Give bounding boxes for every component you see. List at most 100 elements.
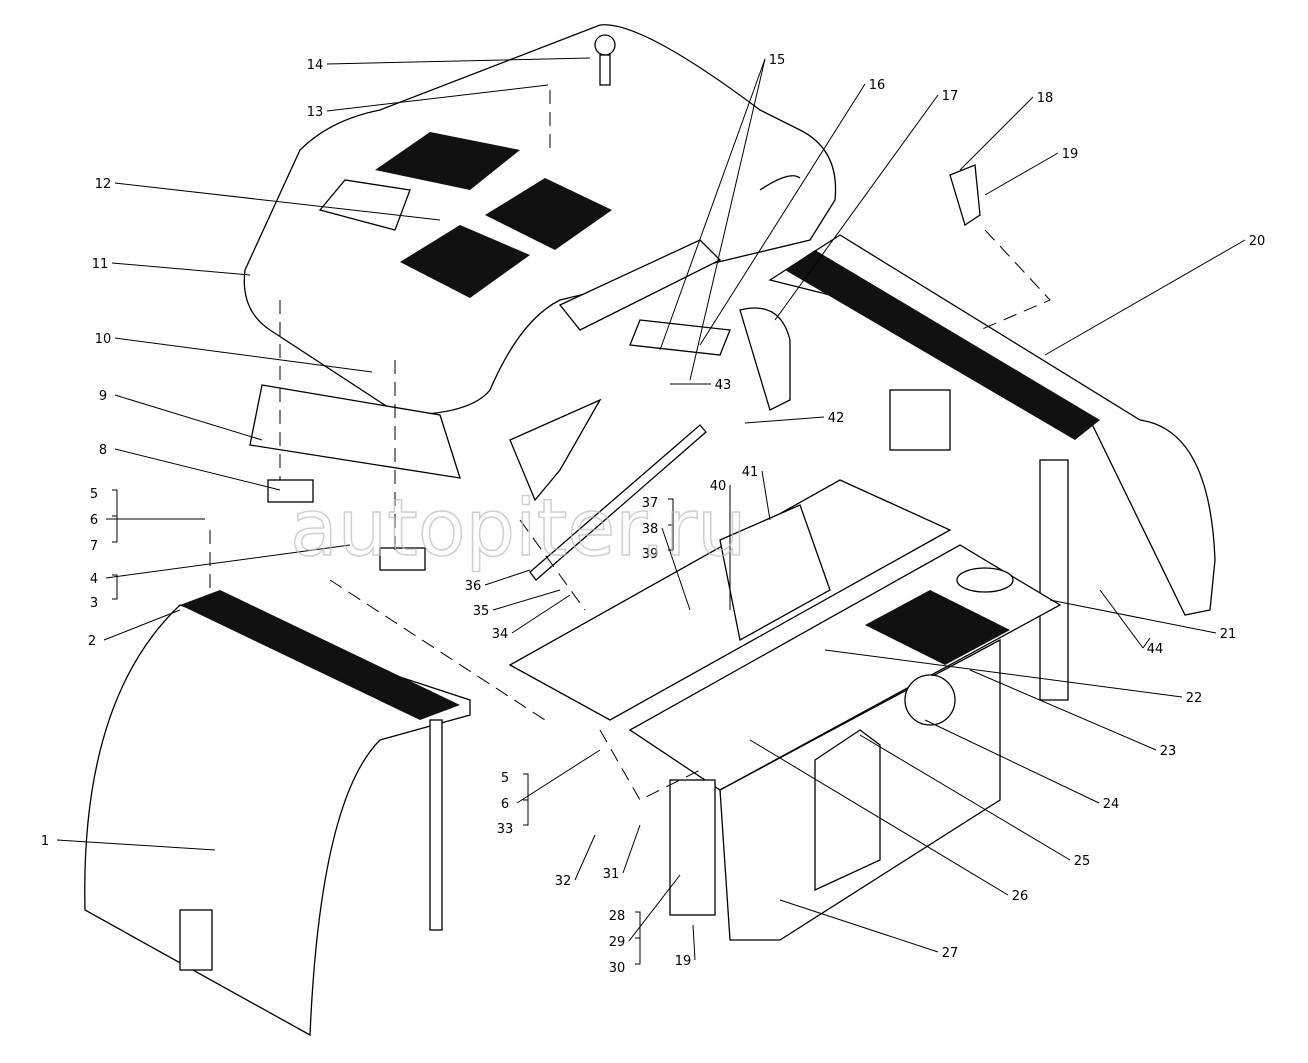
callout-label-30: 30	[609, 961, 626, 976]
callout-label-5: 5	[90, 487, 98, 502]
callout-label-13: 13	[307, 105, 324, 120]
baffle-plate	[509, 398, 602, 502]
support-rod	[529, 424, 707, 581]
box-cover	[814, 729, 881, 892]
front-leg	[669, 779, 716, 916]
cover-leg	[429, 719, 443, 931]
callout-label-28: 28	[609, 909, 626, 924]
leader-line	[824, 649, 1183, 698]
canopy-grille	[785, 250, 1100, 440]
leader-line	[924, 719, 1100, 804]
callout-label-21: 21	[1220, 627, 1237, 642]
callout-label-9: 9	[99, 389, 107, 404]
leader-line	[1142, 637, 1151, 649]
callout-label-5: 5	[501, 771, 509, 786]
leader-line	[1099, 589, 1144, 649]
callout-label-42: 42	[828, 411, 845, 426]
leader-line	[326, 84, 549, 112]
callout-bracket	[112, 574, 118, 600]
callout-label-10: 10	[95, 332, 112, 347]
canopy-post	[1039, 459, 1069, 701]
parts-drawing	[84, 24, 1216, 1037]
callout-label-1: 1	[41, 834, 49, 849]
callout-label-19: 19	[675, 954, 692, 969]
callout-label-23: 23	[1160, 744, 1177, 759]
leader-line	[56, 839, 216, 851]
hood-handle	[759, 175, 801, 191]
callout-label-33: 33	[497, 822, 514, 837]
callout-label-32: 32	[555, 874, 572, 889]
callout-label-34: 34	[492, 627, 509, 642]
canopy-window	[889, 389, 951, 451]
leader-line	[749, 739, 1009, 896]
leader-line	[574, 834, 596, 881]
leader-line	[744, 416, 825, 424]
leader-line	[779, 899, 939, 953]
hood-grille-1	[375, 132, 520, 190]
callout-label-11: 11	[92, 257, 109, 272]
watermark: autopiter.ru	[290, 484, 747, 574]
leader-line	[774, 94, 939, 321]
callout-label-19: 19	[1062, 147, 1079, 162]
callout-label-37: 37	[642, 496, 659, 511]
leader-line	[622, 824, 641, 874]
hinge-left	[267, 479, 314, 503]
lifting-eye-shank	[599, 54, 611, 86]
leader-line	[1049, 599, 1217, 634]
leader-line	[326, 57, 591, 65]
hood-hinge-bracket	[558, 239, 722, 331]
callout-label-16: 16	[869, 78, 886, 93]
latch-hinge	[949, 164, 981, 227]
floor-grille	[865, 590, 1010, 665]
leader-line	[699, 83, 866, 346]
leader-line	[111, 262, 251, 276]
leader-line	[516, 749, 601, 804]
left-side-cover	[84, 604, 471, 1037]
leader-line	[1044, 239, 1246, 356]
leader-line	[511, 594, 571, 634]
canopy-side-panel	[739, 307, 791, 411]
support-bar	[629, 319, 731, 356]
callout-label-20: 20	[1249, 234, 1266, 249]
callout-label-17: 17	[942, 89, 959, 104]
leader-line	[689, 58, 766, 381]
leader-line	[859, 734, 1071, 861]
cover-latch	[179, 909, 213, 971]
left-cover-grille	[180, 590, 460, 720]
callout-label-6: 6	[501, 797, 509, 812]
leader-line	[659, 58, 766, 351]
hood-grille-3	[400, 225, 530, 298]
leader-line	[114, 448, 281, 491]
callout-label-36: 36	[465, 579, 482, 594]
callout-label-26: 26	[1012, 889, 1029, 904]
callout-label-31: 31	[603, 867, 620, 882]
leader-line	[105, 544, 351, 579]
callout-bracket	[668, 498, 674, 551]
floor-plate-hole	[956, 567, 1014, 593]
leader-line	[103, 609, 181, 641]
callout-label-25: 25	[1074, 854, 1091, 869]
callout-label-4: 4	[90, 572, 98, 587]
callout-label-41: 41	[742, 465, 759, 480]
callout-label-27: 27	[942, 946, 959, 961]
callout-bracket	[635, 911, 641, 965]
callout-label-14: 14	[307, 58, 324, 73]
callout-label-18: 18	[1037, 91, 1054, 106]
callout-label-12: 12	[95, 177, 112, 192]
leader-line	[761, 470, 771, 521]
frame-channel	[719, 504, 831, 642]
box-hole	[904, 674, 956, 726]
callout-label-3: 3	[90, 596, 98, 611]
leader-line	[692, 924, 696, 961]
callout-label-24: 24	[1103, 797, 1120, 812]
callout-label-43: 43	[715, 378, 732, 393]
leader-line	[984, 152, 1059, 196]
leader-line	[484, 569, 531, 586]
leader-line	[959, 96, 1034, 171]
callout-label-29: 29	[609, 935, 626, 950]
callout-label-15: 15	[769, 53, 786, 68]
callout-label-7: 7	[90, 539, 98, 554]
